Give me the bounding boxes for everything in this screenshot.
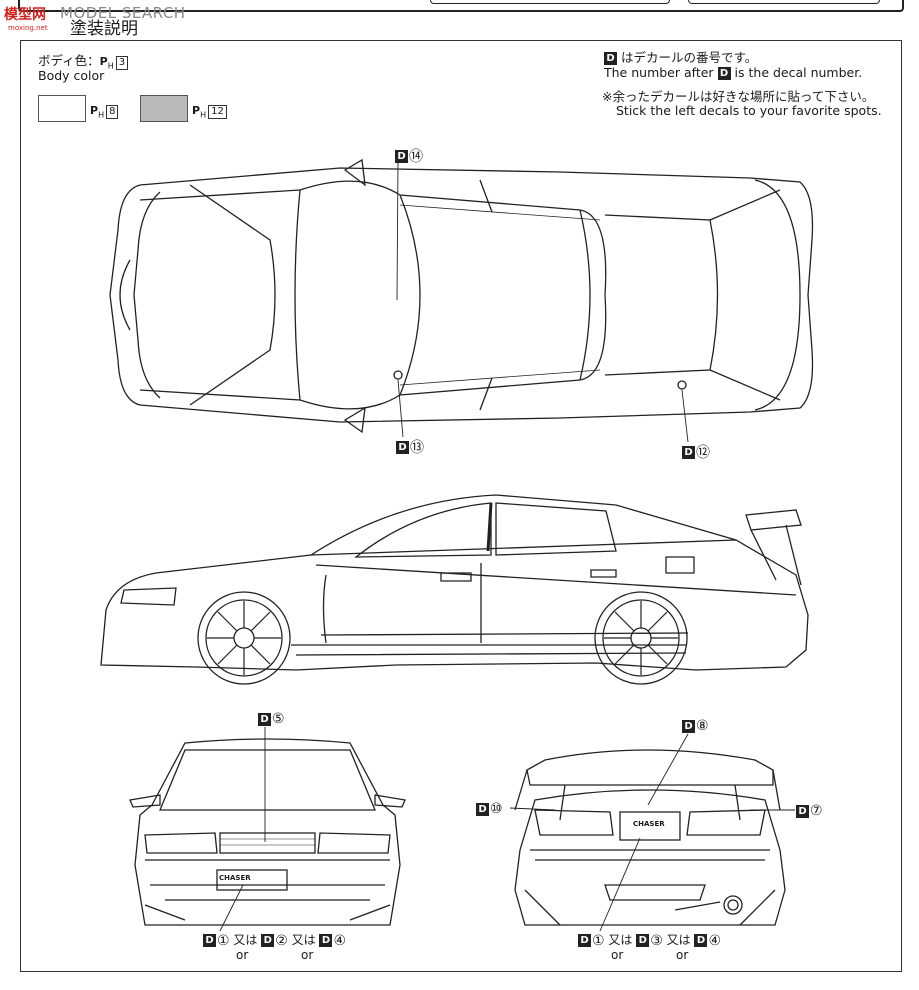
rear-decal-3-badge: D <box>636 934 650 947</box>
swatch-white-prefix: P <box>90 104 99 117</box>
decal-14-num: ⑭ <box>409 149 423 165</box>
paint-sub: H <box>107 61 114 71</box>
front-decal-2-badge: D <box>261 934 275 947</box>
swatch-white <box>38 95 86 122</box>
decal-13-num: ⑬ <box>410 440 424 456</box>
car-side-view <box>100 494 809 685</box>
car-front-view <box>129 738 406 926</box>
car-rear-view <box>514 749 786 926</box>
rear-or-ja-1: 又は <box>608 933 633 947</box>
rear-or-en-1: or <box>611 948 624 962</box>
decal-10-num: ⑩ <box>490 801 503 817</box>
legend-line1-ja-text: はデカールの番号です。 <box>620 50 758 65</box>
legend-badge-2: D <box>717 67 731 80</box>
rear-decal-1-badge: D <box>578 934 591 947</box>
header-frame <box>18 0 904 12</box>
body-color-en: Body color <box>38 68 105 83</box>
swatch-grey <box>140 95 188 122</box>
rear-plate: CHASER <box>633 820 665 828</box>
legend-line1-en: The number after D is the decal number. <box>604 65 862 80</box>
front-decal-4-num: ④ <box>333 932 347 949</box>
decal-13-badge: D <box>396 440 409 454</box>
legend-line1-en-b: is the decal number. <box>734 65 863 80</box>
decal-12-num: ⑫ <box>696 445 710 461</box>
front-or-en-1: or <box>236 948 249 962</box>
watermark-text: MODEL SEARCH <box>60 4 186 22</box>
decal-8-badge: D <box>682 719 695 733</box>
swatch-white-sub: H <box>98 110 105 120</box>
swatch-grey-prefix: P <box>192 104 201 117</box>
legend-line2-ja: ※余ったデカールは好きな場所に貼って下さい。 <box>602 89 875 104</box>
front-decal-1-badge: D <box>203 934 216 947</box>
decal-8-num: ⑧ <box>696 718 709 734</box>
front-decal-2-num: ② <box>275 932 288 949</box>
paint-number: 3 <box>115 56 129 70</box>
swatch-grey-number: 12 <box>208 105 227 119</box>
front-decal-4-badge: D <box>319 934 333 947</box>
front-decal-1-num: ① <box>217 932 230 949</box>
rear-or-ja-2: 又は <box>666 933 691 947</box>
front-plate: CHASER <box>219 874 251 882</box>
decal-10-badge: D <box>476 802 489 816</box>
legend-line1-ja: D はデカールの番号です。 <box>604 47 757 66</box>
rear-or-en-2: or <box>676 948 689 962</box>
decal-5-badge: D <box>258 712 271 726</box>
rear-decal-4-badge: D <box>694 934 708 947</box>
front-or-ja-2: 又は <box>291 933 316 947</box>
legend-line2-en: Stick the left decals to your favorite s… <box>616 103 882 118</box>
body-color-label-ja: ボディ色： <box>38 53 100 68</box>
decal-14-badge: D <box>395 149 408 163</box>
instruction-frame <box>20 40 902 972</box>
legend-badge: D <box>604 52 617 65</box>
swatch-grey-sub: H <box>200 110 207 120</box>
paint-prefix: P <box>99 55 108 68</box>
decal-12-badge: D <box>682 445 695 459</box>
legend-line1-en-a: The number after <box>604 65 714 80</box>
decal-5-num: ⑤ <box>272 711 285 727</box>
section-title: 塗装説明 <box>70 19 138 39</box>
front-or-en-2: or <box>301 948 314 962</box>
rear-decal-3-num: ③ <box>650 932 663 949</box>
swatch-white-number: 8 <box>106 105 119 119</box>
watermark-url: moxing.net <box>8 24 48 32</box>
watermark-logo: 模型网 <box>4 7 46 23</box>
rear-decal-1-num: ① <box>592 932 605 949</box>
decal-7-num: ⑦ <box>810 803 823 819</box>
rear-decal-4-num: ④ <box>708 932 722 949</box>
car-top-view <box>109 158 814 434</box>
decal-7-badge: D <box>796 804 809 818</box>
front-or-ja-1: 又は <box>233 933 258 947</box>
